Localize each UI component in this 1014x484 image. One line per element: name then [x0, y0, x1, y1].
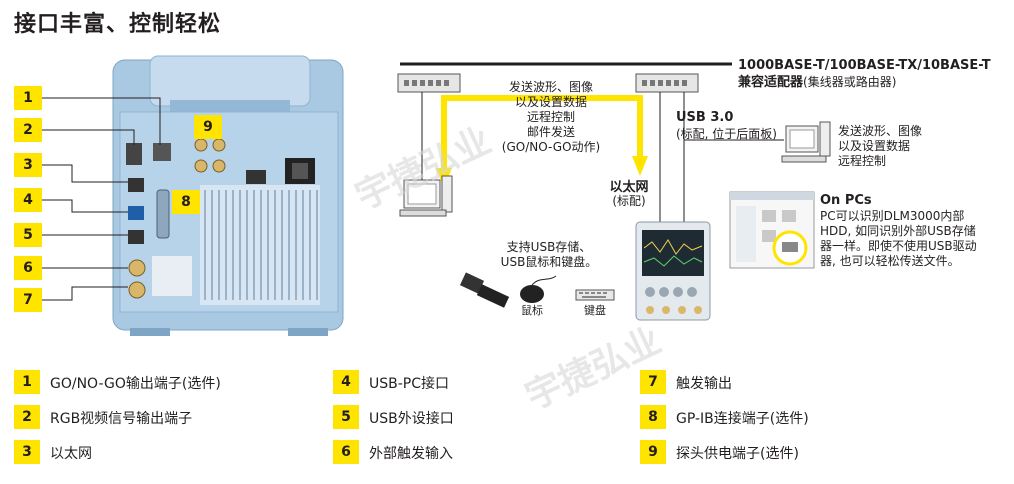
- legend-label-7: 触发输出: [676, 376, 732, 392]
- legend-num-2: 2: [14, 405, 40, 429]
- usb-storage-line-1: 支持USB存储、: [506, 240, 592, 254]
- yellow-arrow: [441, 95, 643, 170]
- pc-arrow-line-5: (GO/NO-GO动作): [501, 140, 601, 154]
- usb-devices: [459, 272, 615, 308]
- switch-label-bold: 兼容适配器: [738, 75, 804, 90]
- onpc-line-3: 器一样。即使不使用USB驱动: [820, 239, 977, 253]
- legend-label-2: RGB视频信号输出端子: [50, 411, 193, 427]
- callout-7: 7: [14, 288, 42, 312]
- instrument-rear-panel: [112, 55, 344, 336]
- usb-sub: (标配, 位于后面板): [676, 127, 777, 141]
- legend-num-1: 1: [14, 370, 40, 394]
- usb-pc-line-1: 发送波形、图像: [838, 124, 923, 138]
- pc-arrow-line-1: 发送波形、图像: [508, 80, 593, 94]
- ethernet-label: 以太网: [609, 180, 649, 195]
- pc-left: [399, 175, 453, 217]
- legend-label-3: 以太网: [50, 446, 92, 462]
- legend-label-4: USB-PC接口: [369, 376, 450, 392]
- ethernet-sub: (标配): [612, 194, 646, 208]
- callout-8: 8: [172, 190, 200, 214]
- legend-label-8: GP-IB连接端子(选件): [676, 411, 809, 427]
- keyboard-label: 键盘: [584, 304, 606, 317]
- legend-label-1: GO/NO-GO输出端子(选件): [50, 376, 221, 392]
- legend-num-3: 3: [14, 440, 40, 464]
- hub-right: [635, 73, 699, 93]
- page-title: 接口丰富、控制轻松: [14, 12, 222, 37]
- switch-label-line2: 兼容适配器(集线器或路由器): [738, 74, 896, 91]
- onpc-line-4: 器, 也可以轻松传送文件。: [820, 254, 960, 268]
- legend-label-5: USB外设接口: [369, 411, 454, 427]
- onpc-title: On PCs: [820, 193, 872, 208]
- pc-right: [781, 121, 831, 163]
- callout-3: 3: [14, 153, 42, 177]
- usb-pc-text: 发送波形、图像 以及设置数据 远程控制: [838, 124, 922, 169]
- mouse-label: 鼠标: [521, 304, 543, 317]
- pc-arrow-line-3: 远程控制: [526, 110, 575, 124]
- onpc-line-2: HDD, 如同识别外部USB存储: [820, 224, 976, 238]
- legend-num-7: 7: [640, 370, 666, 394]
- switch-label-paren: (集线器或路由器): [803, 75, 897, 89]
- pc-arrow-text: 发送波形、图像 以及设置数据 远程控制 邮件发送 (GO/NO-GO动作): [486, 80, 616, 155]
- usb-title: USB 3.0: [676, 110, 734, 125]
- usb-storage-text: 支持USB存储、 USB鼠标和键盘。: [486, 240, 612, 270]
- legend-num-9: 9: [640, 440, 666, 464]
- scope-front: [635, 221, 711, 321]
- switch-label-line1: 1000BASE-T/100BASE-TX/10BASE-T: [738, 58, 991, 73]
- legend-num-5: 5: [333, 405, 359, 429]
- pc-window-screenshot: [729, 191, 815, 269]
- legend-num-4: 4: [333, 370, 359, 394]
- callout-6: 6: [14, 256, 42, 280]
- legend-label-9: 探头供电端子(选件): [676, 446, 799, 462]
- usb-pc-line-3: 远程控制: [838, 154, 887, 168]
- legend-label-6: 外部触发输入: [369, 446, 453, 462]
- legend-num-8: 8: [640, 405, 666, 429]
- pc-arrow-line-2: 以及设置数据: [514, 95, 587, 109]
- onpc-line-1: PC可以识别DLM3000内部: [820, 209, 965, 223]
- callout-1: 1: [14, 86, 42, 110]
- pc-arrow-line-4: 邮件发送: [526, 125, 575, 139]
- legend-num-6: 6: [333, 440, 359, 464]
- callout-leaders: [41, 97, 161, 301]
- callout-2: 2: [14, 118, 42, 142]
- callout-5: 5: [14, 223, 42, 247]
- callout-4: 4: [14, 188, 42, 212]
- usb-storage-line-2: USB鼠标和键盘。: [500, 255, 598, 269]
- usb-pc-line-2: 以及设置数据: [838, 139, 911, 153]
- callout-9: 9: [194, 115, 222, 139]
- hub-left: [397, 73, 461, 93]
- onpc-text: PC可以识别DLM3000内部 HDD, 如同识别外部USB存储 器一样。即使不…: [820, 209, 977, 269]
